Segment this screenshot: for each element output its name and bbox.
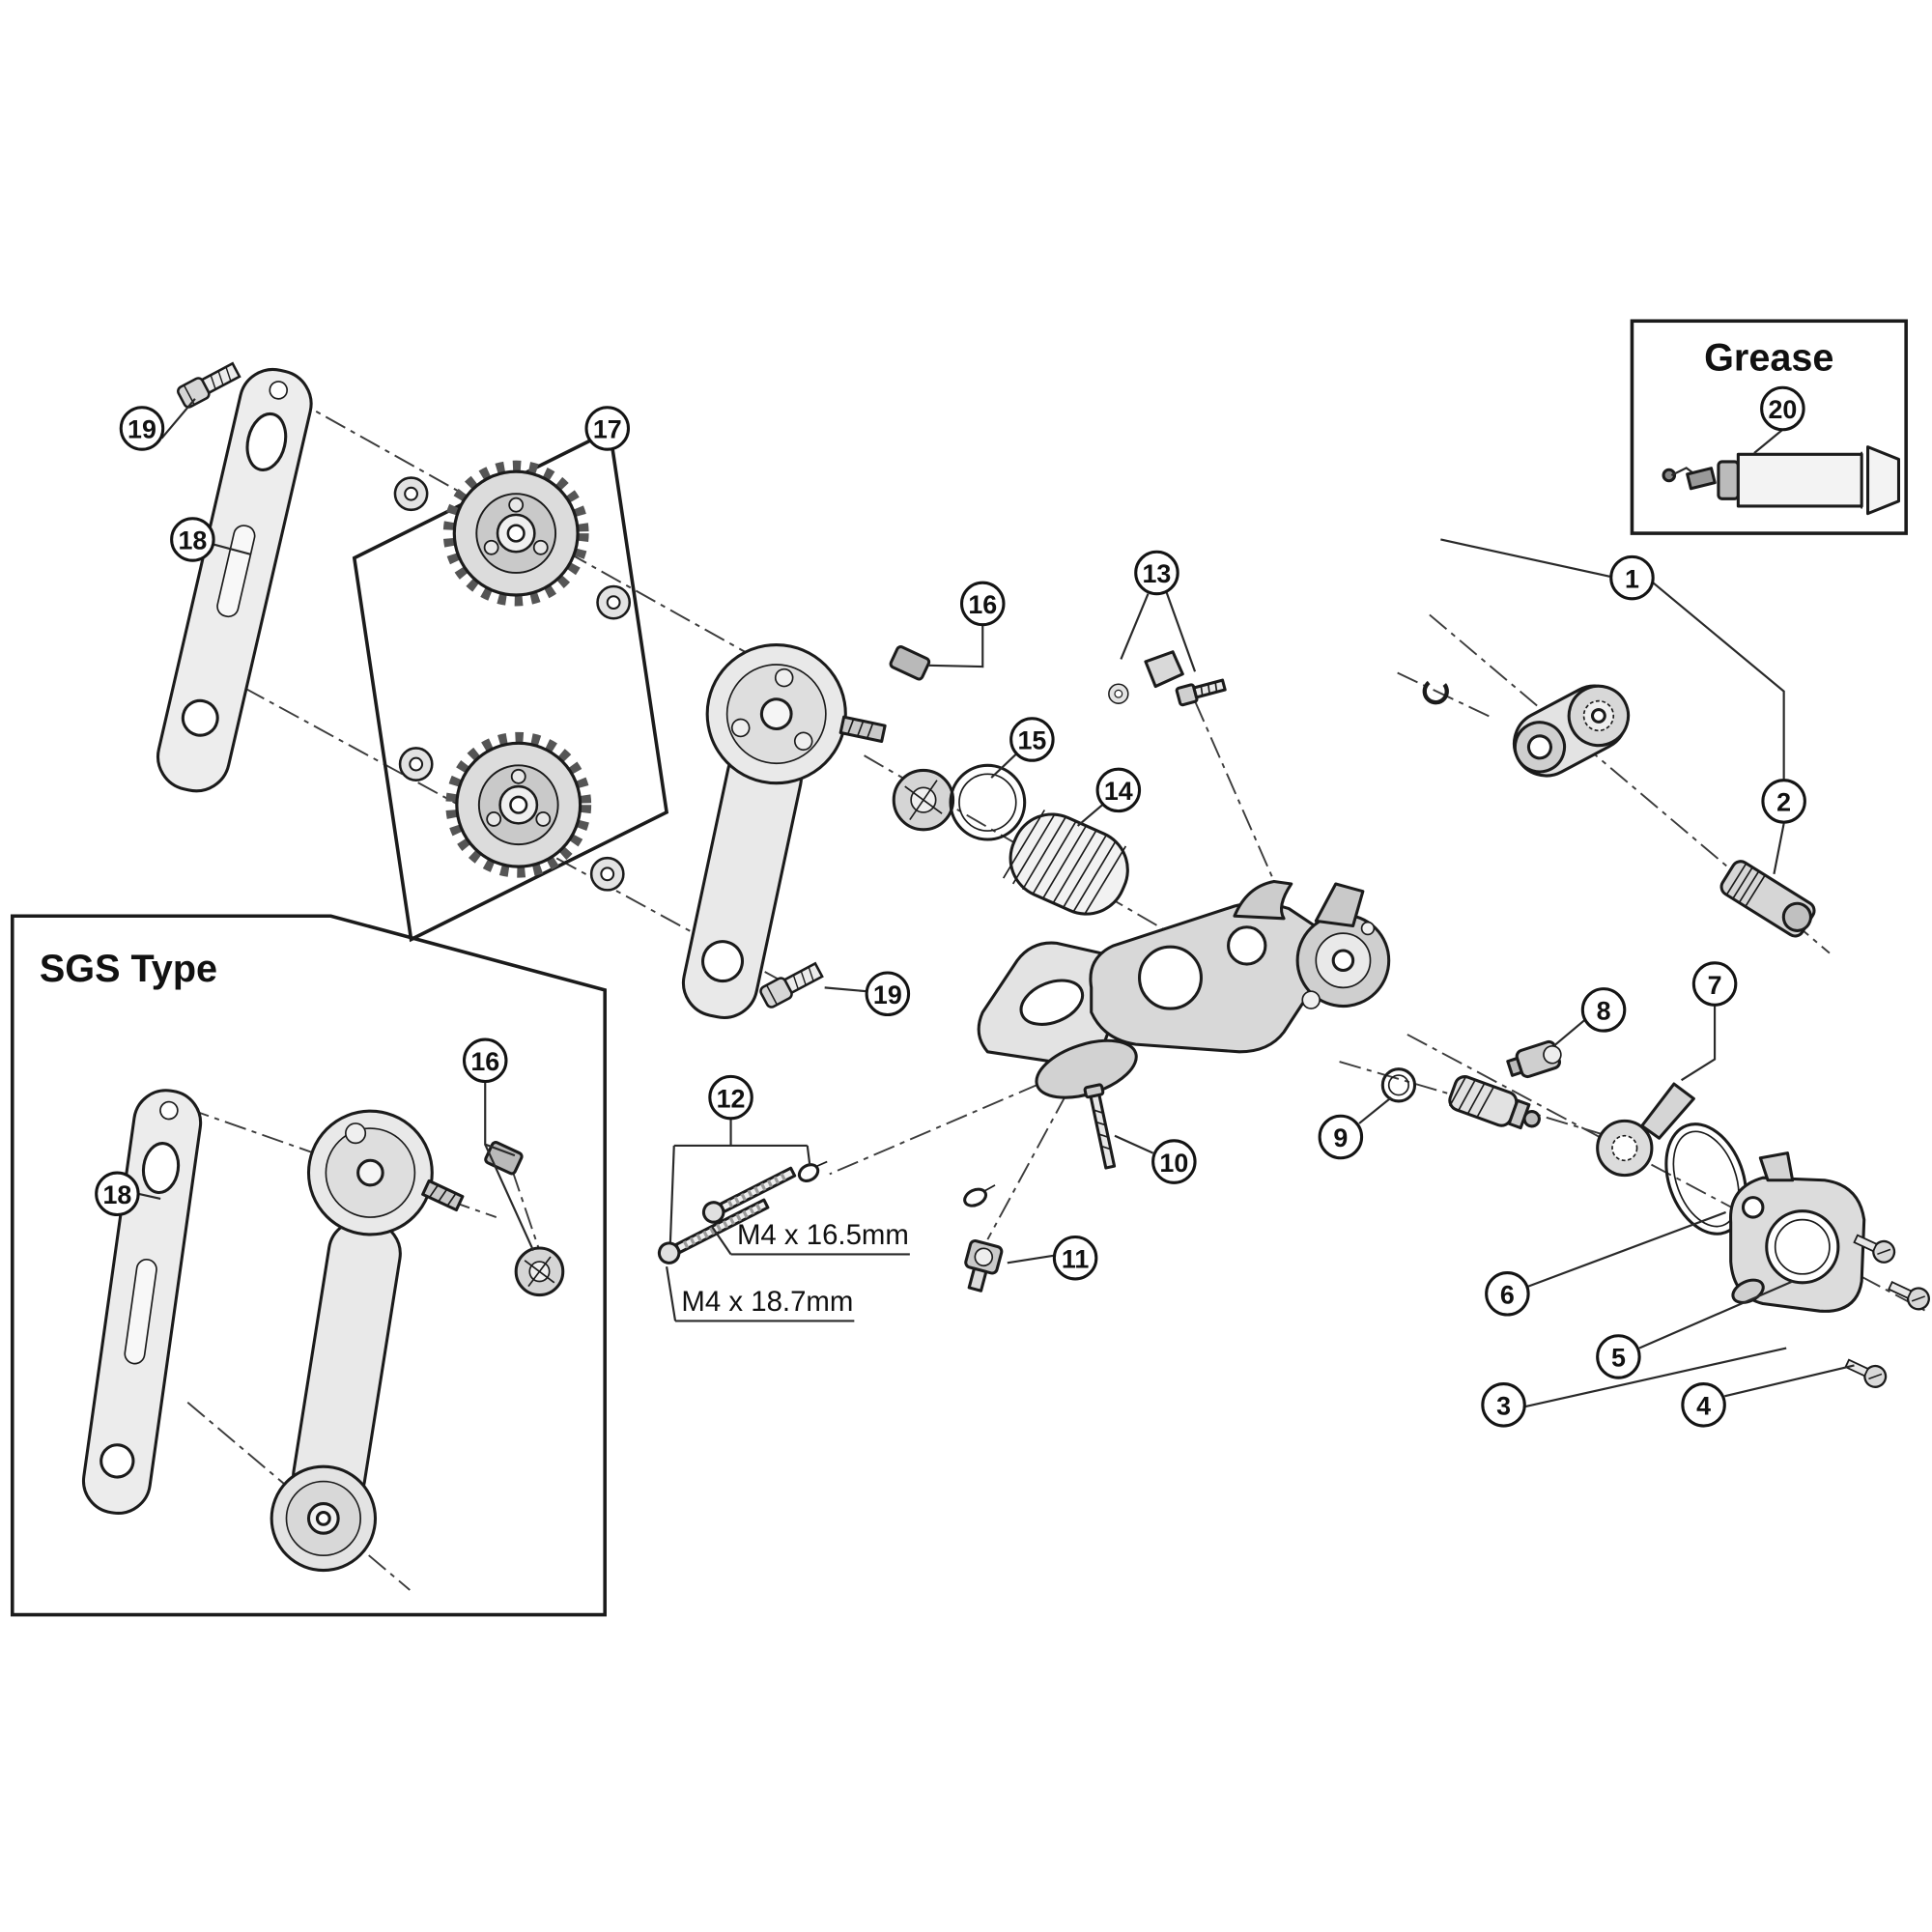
cage-bushing (889, 645, 931, 681)
pulley-washer (589, 856, 625, 892)
callout-9: 9 (1318, 1114, 1364, 1160)
inner-cage-plate (681, 643, 887, 1019)
svg-text:7: 7 (1708, 971, 1722, 1000)
svg-text:20: 20 (1768, 395, 1797, 424)
callout-17: 17 (584, 406, 631, 451)
pulley-washer (398, 747, 434, 781)
o-ring-small (1380, 1067, 1417, 1103)
callout-2: 2 (1761, 779, 1806, 824)
svg-text:4: 4 (1696, 1392, 1711, 1421)
callout-8: 8 (1580, 987, 1627, 1033)
spring-bolt (1448, 1075, 1541, 1130)
pulley-washer (596, 584, 632, 620)
socket-bolt (964, 1239, 1004, 1293)
svg-text:9: 9 (1333, 1123, 1348, 1152)
callout-20: 20 (1760, 385, 1805, 432)
bracket-screw (1841, 1352, 1890, 1392)
grease-box (1630, 319, 1908, 535)
svg-text:19: 19 (873, 980, 902, 1009)
cage-tension-spring (1002, 810, 1129, 916)
sgs-box-label: SGS Type (40, 948, 217, 990)
sgs-type-box (10, 914, 607, 1617)
sgs-inner-cage-plate (270, 1109, 465, 1573)
svg-text:14: 14 (1104, 777, 1133, 806)
cage-stopper-plate (892, 768, 955, 832)
callout-5: 5 (1596, 1334, 1641, 1379)
outer-cage-plate (156, 367, 313, 793)
b-axle-unit (1512, 684, 1631, 778)
svg-text:18: 18 (178, 526, 207, 555)
callout-12: 12 (708, 1074, 753, 1121)
svg-text:8: 8 (1597, 997, 1611, 1026)
dimension-label-m4-187: M4 x 18.7mm (681, 1286, 853, 1318)
svg-text:3: 3 (1496, 1392, 1511, 1421)
cage-o-ring (949, 763, 1027, 841)
stroke-pin (1083, 1083, 1117, 1170)
svg-text:13: 13 (1143, 559, 1172, 588)
grease-box-title: Grease (1704, 336, 1833, 379)
bracket-screw (1885, 1274, 1932, 1314)
callout-13: 13 (1134, 550, 1179, 596)
guide-pulley (448, 466, 584, 602)
callout-10: 10 (1151, 1139, 1197, 1184)
cable-clip (963, 1184, 996, 1208)
cage-screw-short (701, 1166, 797, 1224)
snap-ring (1422, 677, 1449, 705)
tension-pulley (450, 737, 586, 873)
svg-text:18: 18 (102, 1180, 131, 1209)
svg-text:15: 15 (1017, 726, 1046, 755)
callout-18: 18 (170, 517, 215, 562)
screw-clip (797, 1160, 828, 1182)
callout-4: 4 (1681, 1382, 1726, 1428)
sgs-stopper-cap (514, 1246, 565, 1297)
callout-leader-lines (137, 398, 1855, 1408)
callout-18: 18 (95, 1171, 140, 1217)
pulley-washer (393, 476, 429, 512)
callout-16: 16 (462, 1037, 508, 1084)
callout-15: 15 (1009, 717, 1055, 762)
svg-text:1: 1 (1625, 564, 1639, 593)
svg-text:11: 11 (1062, 1244, 1089, 1273)
svg-text:6: 6 (1500, 1281, 1515, 1310)
dimension-label-m4-165: M4 x 16.5mm (737, 1219, 909, 1251)
callout-7: 7 (1691, 961, 1738, 1007)
callout-6: 6 (1485, 1271, 1530, 1317)
cable-adjust-lever (1596, 1082, 1695, 1178)
seal-ring (1664, 1122, 1747, 1236)
svg-text:16: 16 (968, 590, 997, 619)
dimension-annotations: M4 x 16.5mm M4 x 18.7mm (666, 1219, 910, 1322)
sgs-outer-cage-plate (81, 1089, 203, 1515)
svg-text:19: 19 (128, 415, 156, 444)
bracket-unit (1729, 1151, 1866, 1313)
callout-11: 11 (1052, 1235, 1098, 1281)
svg-text:16: 16 (470, 1047, 499, 1076)
callout-14: 14 (1095, 767, 1142, 813)
callout-19: 19 (119, 406, 165, 451)
svg-text:5: 5 (1611, 1344, 1626, 1373)
callout-3: 3 (1481, 1382, 1526, 1428)
cage-screw-long (657, 1198, 770, 1264)
adjust-barrel (1506, 1039, 1562, 1079)
cable-fixing-parts (1108, 650, 1227, 707)
cage-plate-bolt (175, 358, 243, 411)
derailleur-body (977, 879, 1391, 1099)
callout-1: 1 (1609, 554, 1655, 601)
mounting-bolt (1719, 860, 1816, 938)
svg-text:12: 12 (717, 1084, 746, 1113)
callout-16: 16 (959, 581, 1006, 627)
svg-text:2: 2 (1776, 788, 1791, 817)
callout-19: 19 (865, 971, 911, 1017)
svg-text:10: 10 (1159, 1149, 1188, 1178)
grease-tube (1662, 445, 1901, 516)
svg-text:17: 17 (593, 415, 622, 444)
cage-plate-bolt (757, 958, 826, 1010)
